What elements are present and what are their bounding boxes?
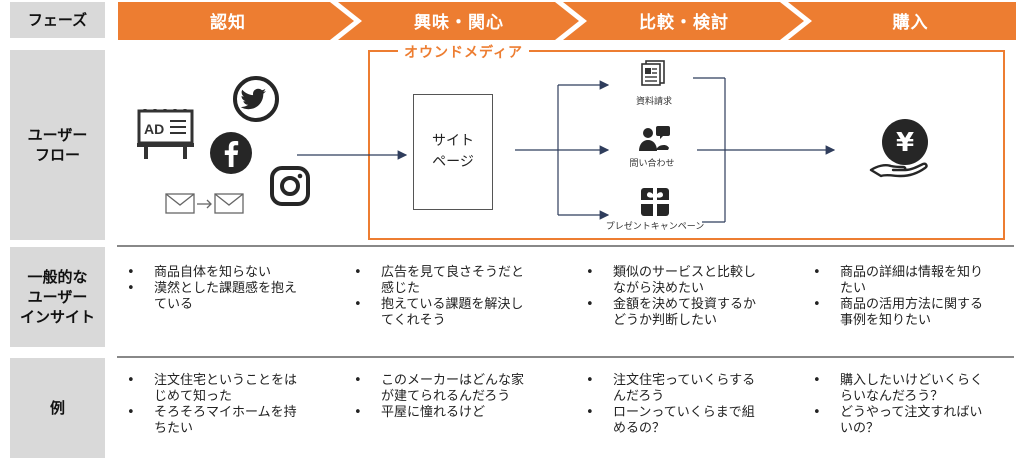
- list-item: 金額を決めて投資するか どうか判断したい: [586, 297, 806, 329]
- phase-chevron-purchase: [788, 2, 1016, 40]
- phase-chevron-interest: [338, 2, 579, 40]
- list-item: 漠然とした課題感を抱え ている: [127, 281, 347, 313]
- people-chat-icon: [639, 126, 670, 151]
- example-interest: このメーカーはどんな家 が建てられるんだろう 平屋に憧れるけど: [354, 373, 574, 421]
- list-item: 平屋に憧れるけど: [354, 405, 574, 421]
- phase-chevron-awareness: [118, 2, 354, 40]
- ad-text: AD: [144, 121, 164, 137]
- insight-interest: 広告を見て良さそうだと 感じた 抱えている課題を解決し てくれそう: [354, 265, 574, 329]
- instagram-icon: [270, 166, 310, 206]
- mail-forward-icon: [165, 193, 244, 214]
- row-label-user-flow: ユーザー フロー: [10, 50, 105, 240]
- yen-hand-icon: ¥: [869, 119, 928, 178]
- example-compare: 注文住宅っていくらする んだろう ローンっていくらまで組 めるの？: [586, 373, 806, 437]
- yen-symbol: ¥: [896, 128, 914, 158]
- list-item: このメーカーはどんな家 が建てられるんだろう: [354, 373, 574, 405]
- list-item: 抱えている課題を解決し てくれそう: [354, 297, 574, 329]
- divider-example: [117, 356, 1014, 358]
- gift-icon: [641, 188, 669, 216]
- twitter-icon: [233, 76, 279, 122]
- list-item: 商品の詳細は情報を知り たい: [813, 265, 1018, 297]
- row-label-phase: フェーズ: [10, 2, 105, 38]
- phase-chevron-compare: [563, 2, 804, 40]
- list-item: ローンっていくらまで組 めるの？: [586, 405, 806, 437]
- insight-awareness: 商品自体を知らない 漠然とした課題感を抱え ている: [127, 265, 347, 313]
- owned-media-box: [368, 50, 1005, 240]
- insight-purchase: 商品の詳細は情報を知り たい 商品の活用方法に関する 事例を知りたい: [813, 265, 1018, 329]
- example-awareness: 注文住宅ということをは じめて知った そろそろマイホームを持 ちたい: [127, 373, 347, 437]
- phase-label-purchase: 購入: [892, 12, 929, 33]
- document-icon: [641, 60, 665, 86]
- phase-chevrons: [118, 2, 1016, 40]
- owned-media-title: オウンドメディア: [398, 42, 530, 62]
- phase-label-awareness: 認知: [210, 12, 246, 33]
- list-item: どうやって注文すればい いの？: [813, 405, 1018, 437]
- list-item: 商品自体を知らない: [127, 265, 347, 281]
- list-item: 広告を見て良さそうだと 感じた: [354, 265, 574, 297]
- facebook-icon: [210, 132, 252, 174]
- label-campaign: プレゼントキャンペーン: [605, 222, 705, 232]
- ad-billboard-icon: AD: [137, 109, 194, 159]
- site-page-box: サイト ページ: [413, 94, 493, 210]
- row-label-example: 例: [10, 358, 105, 458]
- label-inquiry: 問い合わせ: [629, 159, 675, 169]
- divider-insight: [117, 245, 1014, 247]
- insight-compare: 類似のサービスと比較し ながら決めたい 金額を決めて投資するか どうか判断したい: [586, 265, 806, 329]
- list-item: 購入したいけどいくらく らいなんだろう？: [813, 373, 1018, 405]
- list-item: 注文住宅っていくらする んだろう: [586, 373, 806, 405]
- phase-label-interest: 興味・関心: [414, 12, 504, 33]
- row-label-insight: 一般的な ユーザー インサイト: [10, 247, 105, 347]
- list-item: 注文住宅ということをは じめて知った: [127, 373, 347, 405]
- list-item: そろそろマイホームを持 ちたい: [127, 405, 347, 437]
- list-item: 商品の活用方法に関する 事例を知りたい: [813, 297, 1018, 329]
- label-request-docs: 資料請求: [635, 97, 673, 107]
- phase-label-compare: 比較・検討: [639, 12, 729, 33]
- example-purchase: 購入したいけどいくらく らいなんだろう？ どうやって注文すればい いの？: [813, 373, 1018, 437]
- list-item: 類似のサービスと比較し ながら決めたい: [586, 265, 806, 297]
